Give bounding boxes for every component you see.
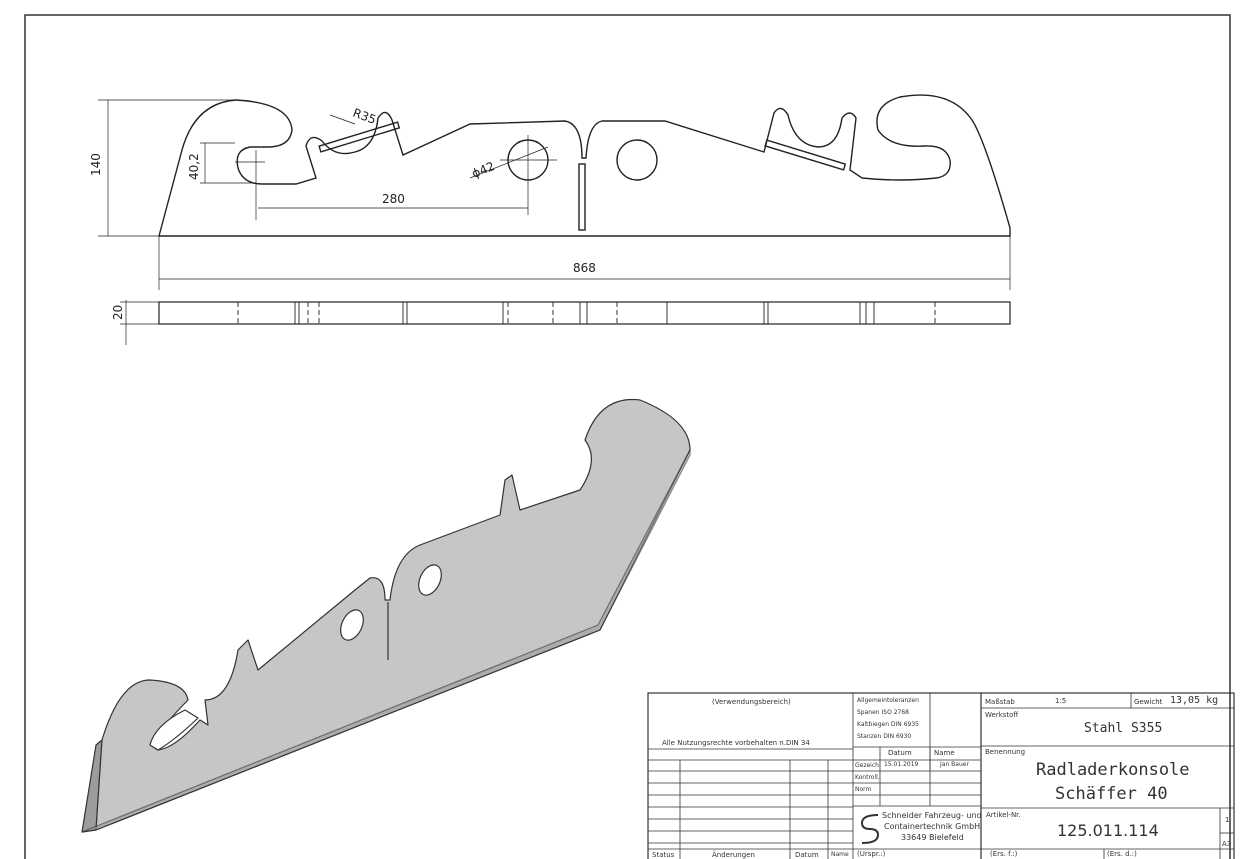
tolerance-line: Allgemeintoleranzen: [857, 697, 919, 704]
tolerance-line: Kaltbiegen DIN 6935: [857, 721, 919, 728]
tolerance-line: Stanzen DIN 6930: [857, 733, 912, 740]
dim-hole-distance: 280: [382, 192, 405, 206]
usage-area-label: (Verwendungsbereich): [712, 698, 791, 706]
company-line: 33649 Bielefeld: [901, 833, 964, 842]
dim-height: 140: [89, 153, 103, 176]
scale-value: 1:5: [1055, 697, 1067, 705]
tolerance-line: Spanen ISO 2768: [857, 709, 909, 716]
checked-label: Kontroll.: [855, 774, 880, 781]
dim-length: 868: [573, 261, 596, 275]
part-outline: [158, 94, 1011, 237]
isometric-view: [81, 398, 691, 833]
replaced-by-label: (Ers. d.:): [1107, 850, 1137, 858]
material-value: Stahl S355: [1084, 721, 1163, 736]
changes-label: Änderungen: [712, 851, 755, 859]
changes-name-label: Name: [831, 851, 849, 858]
company-line: Containertechnik GmbH: [884, 822, 981, 831]
slot: [764, 139, 847, 171]
designation-line2: Schäffer 40: [1055, 784, 1168, 804]
header-datum: Datum: [888, 749, 912, 757]
changes-date-label: Datum: [795, 851, 819, 859]
origin-label: (Urspr.:): [857, 850, 886, 858]
sheet-number: 1: [1225, 816, 1230, 824]
top-view: 20: [111, 301, 1011, 325]
scale-label: Maßstab: [985, 698, 1015, 706]
weight-label: Gewicht: [1134, 698, 1163, 706]
dim-thickness: 20: [111, 305, 125, 320]
material-label: Werkstoff: [985, 711, 1019, 719]
article-label: Artikel-Nr.: [986, 811, 1021, 819]
designation-line1: Radladerkonsole: [1036, 760, 1190, 780]
dim-hook-opening: 40,2: [187, 153, 201, 180]
slot: [318, 121, 401, 153]
dim-hole-diameter: ϕ42: [470, 159, 497, 181]
sheet-frame: [24, 14, 1231, 859]
hole: [616, 139, 658, 181]
header-name: Name: [934, 749, 955, 757]
title-block-grid: [647, 692, 1235, 859]
sheet-format: A3: [1222, 840, 1232, 848]
replacement-for-label: (Ers. f.:): [990, 850, 1018, 858]
drawn-name: Jan Bauer: [940, 761, 969, 768]
weight-value: 13,05 kg: [1170, 695, 1219, 706]
rights-notice: Alle Nutzungsrechte vorbehalten n.DIN 34: [662, 739, 810, 747]
slot: [578, 163, 586, 231]
company-line: Schneider Fahrzeug- und: [882, 811, 982, 820]
status-label: Status: [652, 851, 675, 859]
designation-label: Benennung: [985, 748, 1026, 756]
article-number: 125.011.114: [1057, 821, 1159, 840]
drawn-label: Gezeich.: [855, 762, 881, 769]
front-view: 140 40,2 R35 ϕ42 280 868: [89, 94, 1011, 345]
company-logo: [860, 814, 880, 844]
norm-label: Norm: [855, 786, 872, 793]
drawn-date: 15.01.2019: [884, 761, 919, 768]
